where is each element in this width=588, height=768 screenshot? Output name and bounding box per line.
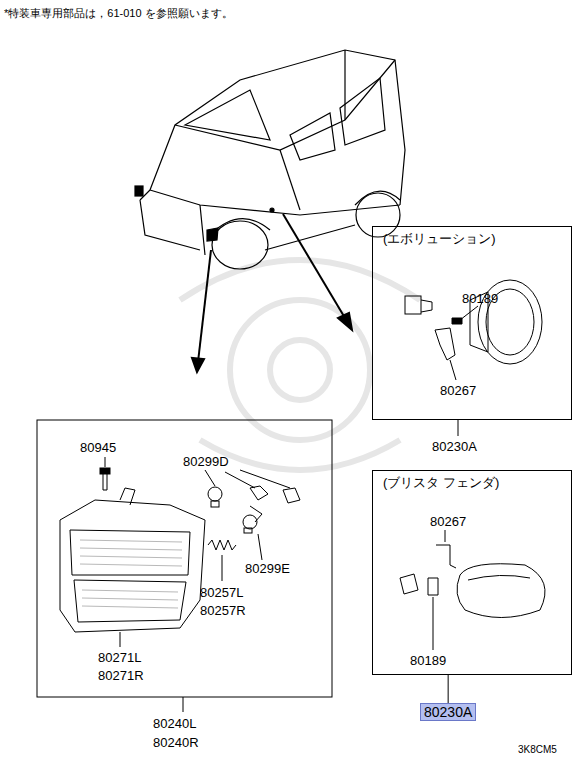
- group-heading: (ブリスタ フェンダ): [373, 471, 571, 490]
- part-number: 80230A: [424, 704, 472, 720]
- screw-symbol: [100, 457, 110, 490]
- watermark: [180, 260, 420, 470]
- callout-number: 80240L: [153, 716, 196, 731]
- callout-number: 80299D: [183, 454, 229, 469]
- callout-number: 80257L: [200, 585, 243, 600]
- side-marker-lamp: [405, 280, 542, 436]
- callout-number: 80267: [440, 383, 476, 398]
- callout-number: 80257R: [200, 603, 246, 618]
- callout-number: 80230A: [432, 439, 477, 454]
- group-frame: [37, 420, 332, 697]
- callout-number: 80271L: [98, 650, 141, 665]
- callout-number: 80189: [410, 653, 446, 668]
- note-text: *特装車専用部品は，61-010 を参照願います。: [4, 6, 233, 21]
- group-frame: (ブリスタ フェンダ): [372, 470, 572, 675]
- highlighted-part-number: 80230A: [420, 703, 476, 721]
- combination-lamp: [60, 488, 205, 647]
- leader-line: [183, 697, 184, 712]
- drawing-code: 3K8CM5: [518, 742, 557, 757]
- pointer-arrow: [192, 214, 352, 372]
- callout-number: 80271R: [98, 668, 144, 683]
- side-marker-lamp: [400, 530, 545, 650]
- callout-number: 80267: [430, 514, 466, 529]
- group-heading: (エボリューション): [373, 227, 571, 246]
- bulb-symbol: [205, 470, 300, 560]
- callout-number: 80240R: [153, 735, 199, 750]
- spring-symbol: [208, 540, 236, 581]
- connector-line: [448, 675, 449, 703]
- callout-number: 80189: [462, 291, 498, 306]
- vehicle-outline: [135, 50, 405, 269]
- callout-number: 80945: [80, 440, 116, 455]
- callout-number: 80299E: [245, 561, 290, 576]
